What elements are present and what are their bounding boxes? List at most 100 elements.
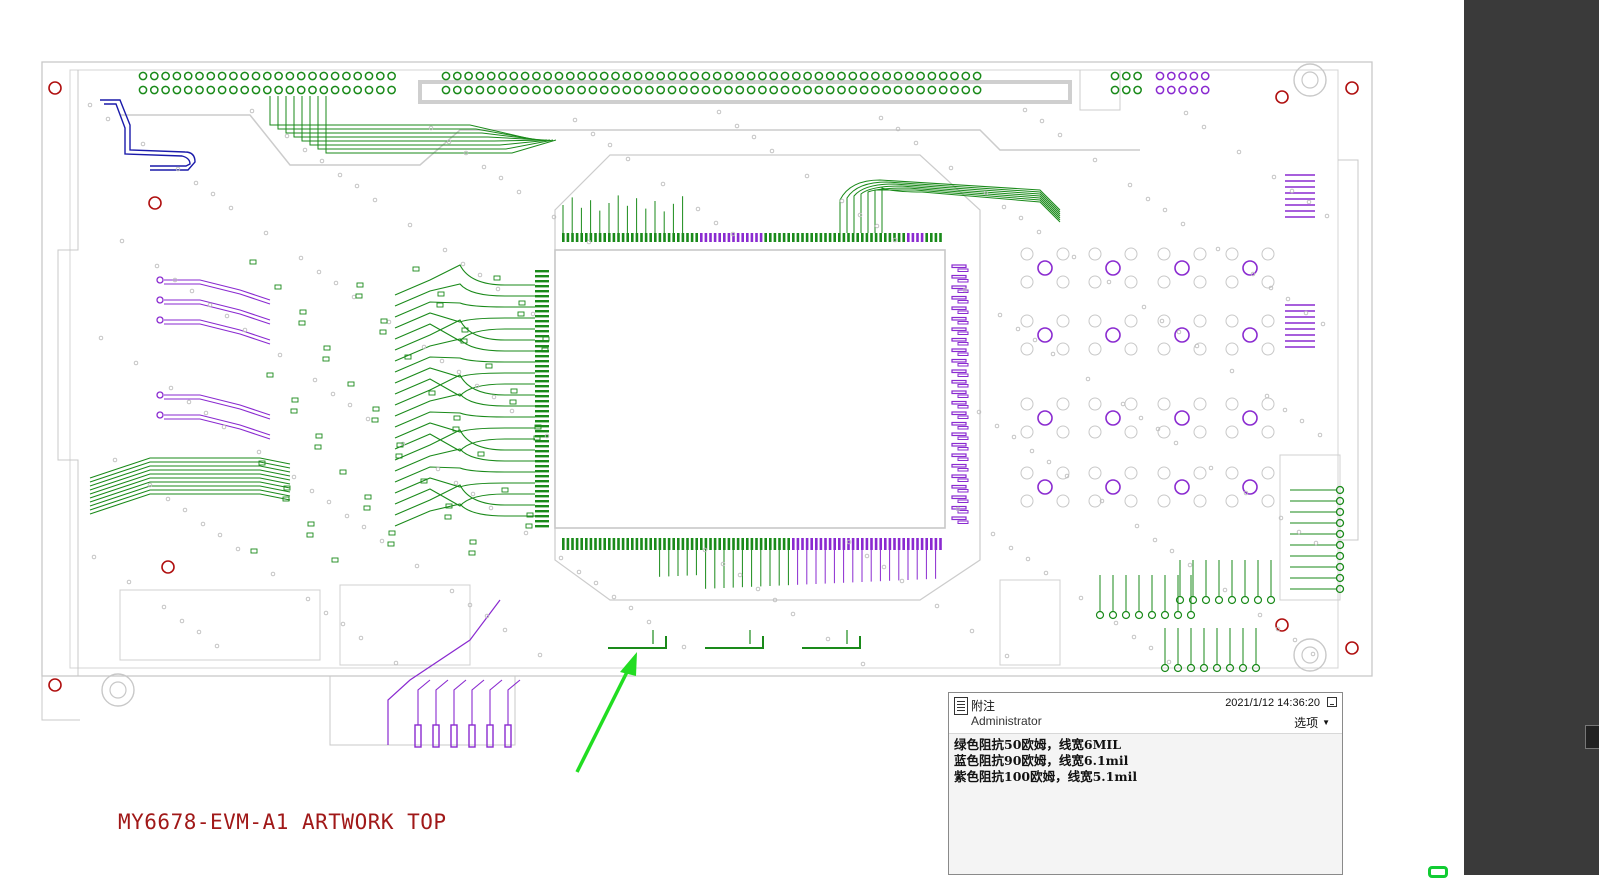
note-timestamp: 2021/1/12 14:36:20 (1225, 697, 1320, 709)
via (1025, 556, 1031, 562)
pad (957, 384, 969, 388)
smd-pad (436, 302, 444, 308)
smd-pad (501, 487, 509, 493)
header-pin (859, 71, 869, 81)
via (175, 166, 181, 172)
pad (644, 538, 648, 550)
via (976, 409, 982, 415)
pad (930, 233, 933, 242)
via (165, 496, 171, 502)
connector-pin (486, 724, 494, 748)
pcb-canvas[interactable]: MY6678-EVM-A1 ARTWORK TOP 附注 Administrat… (0, 0, 1464, 875)
standoff (1293, 638, 1327, 672)
pad (640, 538, 643, 550)
note-options-dropdown[interactable]: 选项▼ (1294, 714, 1330, 731)
header-pin (1166, 85, 1176, 95)
arrow-icon (620, 652, 637, 676)
header-pin (353, 71, 363, 81)
smd-pad (322, 356, 330, 362)
pad (778, 538, 781, 550)
via (421, 344, 427, 350)
via (1222, 587, 1228, 593)
via (1250, 271, 1256, 277)
via (1078, 595, 1084, 601)
via (1032, 337, 1038, 343)
pad (842, 233, 846, 242)
trace (394, 393, 535, 417)
pad (957, 373, 969, 377)
pad-ring (1193, 397, 1207, 411)
pad (951, 285, 967, 290)
pad-ring (1193, 314, 1207, 328)
pad (951, 327, 967, 332)
pin (1108, 610, 1118, 620)
via (934, 603, 940, 609)
pin (1186, 663, 1196, 673)
pad (667, 233, 671, 242)
smd-pad (355, 293, 363, 299)
pad (535, 475, 549, 478)
cursor-icon (1428, 866, 1448, 878)
pad (709, 538, 712, 550)
pin (1134, 610, 1144, 620)
pin (1335, 562, 1345, 572)
pin (1335, 584, 1345, 594)
smd-pad (525, 523, 533, 529)
via (1155, 426, 1161, 432)
pad-ring (1056, 466, 1070, 480)
pad (580, 233, 583, 242)
note-body[interactable]: 绿色阻抗50欧姆，线宽6MIL 蓝色阻抗90欧姆，线宽6.1mil 紫色阻抗10… (949, 734, 1342, 788)
via (720, 561, 726, 567)
pad (535, 455, 549, 458)
via (428, 125, 434, 131)
pad-ring (1088, 275, 1102, 289)
via (156, 391, 164, 399)
smd-pad (364, 494, 372, 500)
pad (957, 520, 969, 524)
header-pin (1189, 71, 1199, 81)
header-pin (724, 85, 733, 95)
pin (1173, 663, 1183, 673)
via (467, 602, 473, 608)
via (1180, 221, 1186, 227)
header-pin (1121, 71, 1131, 81)
trace (89, 465, 291, 487)
pad (951, 274, 967, 279)
pad (957, 499, 969, 503)
trace (89, 489, 291, 511)
purple-ring (1105, 479, 1121, 495)
header-pin (342, 85, 351, 95)
via (105, 116, 111, 122)
pad (746, 538, 749, 550)
panel-toggle-icon[interactable] (1585, 725, 1599, 749)
note-author: Administrator (971, 714, 1042, 728)
pad-ring (1193, 275, 1207, 289)
header-pin (1110, 71, 1120, 81)
header-pin (475, 85, 485, 95)
minimize-icon[interactable] (1327, 697, 1337, 707)
via (1138, 415, 1144, 421)
pad-ring (1225, 247, 1239, 261)
trace (705, 636, 764, 649)
pad-ring (1225, 466, 1239, 480)
header-pin (938, 85, 948, 95)
via (1208, 465, 1214, 471)
smd-pad (485, 363, 493, 369)
pad (951, 484, 967, 489)
via (593, 580, 599, 586)
comment-note[interactable]: 附注 Administrator 2021/1/12 14:36:20 选项▼ … (948, 692, 1343, 875)
pad (608, 233, 611, 242)
trace (164, 299, 271, 321)
pad (888, 233, 892, 242)
smd-pad (283, 485, 291, 491)
pad (951, 453, 967, 458)
smd-pad (266, 372, 274, 378)
pad (658, 538, 662, 550)
via (284, 133, 290, 139)
smd-pad (460, 338, 468, 344)
via (572, 117, 578, 123)
trace (164, 414, 271, 436)
pad (535, 345, 549, 348)
via (460, 261, 466, 267)
trace (394, 466, 535, 483)
